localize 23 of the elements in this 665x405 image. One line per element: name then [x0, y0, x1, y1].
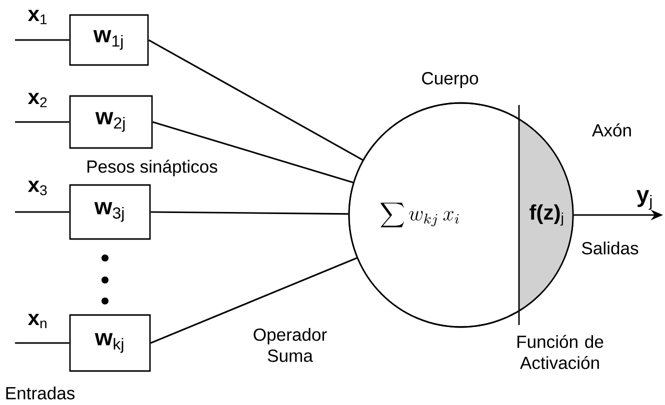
input-label: x$_{2}$: [28, 92, 47, 108]
input-label: x$_{3}$: [28, 180, 47, 196]
connection-line: [152, 121, 354, 184]
part-label: Operador Suma: [254, 328, 327, 362]
connection-line: [148, 39, 364, 161]
input-label: x$_{1}$: [28, 10, 47, 24]
part-label: Axón: [592, 123, 631, 137]
weight-box: w$_{2j}$: [69, 95, 153, 149]
input-line: [15, 211, 70, 213]
input-line: [15, 121, 70, 123]
neuron-body: $\sum w_{kj}\, x_i$ f(z)$_{j}$: [348, 102, 574, 328]
weight-box: w$_{kj}$: [69, 314, 151, 372]
caption-label: Pesos sinápticos: [88, 160, 218, 176]
input-label: x$_{n}$: [28, 314, 46, 328]
connection-line: [150, 211, 348, 215]
part-label: Función de Activación: [517, 334, 604, 370]
input-line: [15, 342, 70, 344]
input-line: [15, 39, 70, 41]
weight-box: w$_{3j}$: [69, 184, 151, 240]
weight-box: w$_{1j}$: [69, 14, 149, 66]
caption-label: Entradas: [6, 386, 75, 400]
connection-line: [150, 257, 358, 344]
edge-label: y$_{j}$: [636, 190, 652, 210]
